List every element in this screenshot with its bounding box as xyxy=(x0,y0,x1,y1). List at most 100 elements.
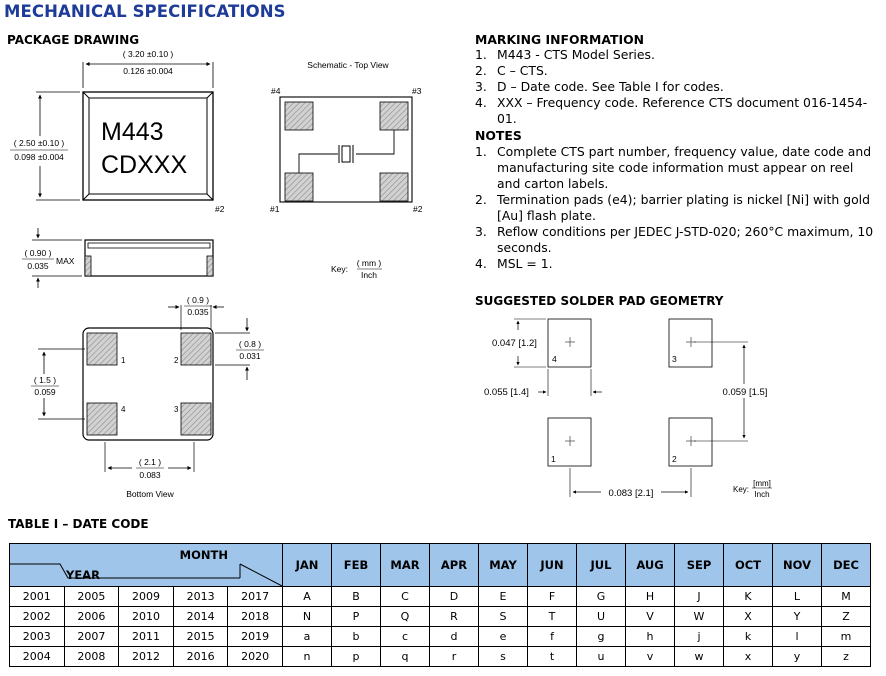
year-cell: 2001 xyxy=(22,590,51,603)
height-mm-label: ( 2.50 ±0.10 ) xyxy=(14,138,65,148)
year-cell: 2020 xyxy=(227,647,282,666)
package-drawing-heading: PACKAGE DRAWING xyxy=(7,33,140,47)
month-header: NOV xyxy=(772,543,822,587)
year-cell: 2010 xyxy=(118,607,173,626)
date-code-cell: G xyxy=(576,586,626,607)
month-header: MAR xyxy=(380,543,430,587)
date-code-cell: a xyxy=(282,626,332,647)
date-code-cell: A xyxy=(282,586,332,607)
solder-dim-pitch-h: 0.083 [2.1] xyxy=(609,488,654,499)
date-code-cell: C xyxy=(380,586,430,607)
date-code-cell: B xyxy=(331,586,381,607)
date-code-cell: t xyxy=(527,646,577,667)
year-cell: 2014 xyxy=(172,607,228,626)
schematic-pin3-label: #3 xyxy=(412,86,422,96)
list-item: 4.XXX – Frequency code. Reference CTS do… xyxy=(475,95,868,126)
date-code-cell: K xyxy=(723,586,773,607)
width-mm-label: ( 3.20 ±0.10 ) xyxy=(123,49,174,59)
thickness-in-label: 0.035 xyxy=(27,261,49,271)
date-code-cell: x xyxy=(723,646,773,667)
year-cell: 2003 xyxy=(22,630,51,643)
corner-arrow-shape xyxy=(10,544,282,586)
units-key: Key: ( mm ) Inch xyxy=(331,258,382,280)
month-header: APR xyxy=(429,543,479,587)
year-cell: 2011 xyxy=(118,627,173,646)
schematic-pin2-label: #2 xyxy=(413,204,423,214)
date-code-cell: U xyxy=(576,606,626,627)
date-code-cell: N xyxy=(282,606,332,627)
bottom-pad4-label: 4 xyxy=(121,405,126,414)
date-code-cell: W xyxy=(674,606,724,627)
list-item: 2.Termination pads (e4); barrier plating… xyxy=(475,192,870,223)
year-cell: 2009 xyxy=(118,587,173,606)
date-code-cell: m xyxy=(821,626,871,647)
pad-width-in-label: 0.035 xyxy=(187,307,209,317)
date-code-cell: u xyxy=(576,646,626,667)
month-header: OCT xyxy=(723,543,773,587)
list-item: 1.Complete CTS part number, frequency va… xyxy=(475,144,872,191)
year-cell: 2018 xyxy=(227,607,282,626)
year-cell: 2006 xyxy=(63,607,119,626)
schematic-pin1-label: #1 xyxy=(270,204,280,214)
month-header: AUG xyxy=(625,543,675,587)
month-header: DEC xyxy=(821,543,871,587)
marking-heading: MARKING INFORMATION xyxy=(475,32,644,47)
notes-heading: NOTES xyxy=(475,128,522,143)
month-header: FEB xyxy=(331,543,381,587)
date-table-heading: TABLE I – DATE CODE xyxy=(8,517,149,531)
thickness-max-label: MAX xyxy=(56,256,75,266)
solder-key-mm: [mm] xyxy=(753,479,771,488)
month-header: MAY xyxy=(478,543,528,587)
notes-list: 1.Complete CTS part number, frequency va… xyxy=(475,144,875,272)
date-code-cell: M xyxy=(821,586,871,607)
list-item: 4.MSL = 1. xyxy=(475,256,553,271)
date-code-cell: D xyxy=(429,586,479,607)
date-code-cell: q xyxy=(380,646,430,667)
year-cell: 2002 xyxy=(22,610,51,623)
year-cell: 2012 xyxy=(118,647,173,666)
page-title: MECHANICAL SPECIFICATIONS xyxy=(4,2,286,21)
pitch-v-mm-label: ( 1.5 ) xyxy=(34,375,56,385)
month-header: SEP xyxy=(674,543,724,587)
date-code-cell: P xyxy=(331,606,381,627)
date-code-cell: L xyxy=(772,586,822,607)
table-corner-header: MONTH YEAR xyxy=(9,543,283,587)
solder-key-inch: Inch xyxy=(754,490,769,499)
date-code-cell: n xyxy=(282,646,332,667)
pad-width-mm-label: ( 0.9 ) xyxy=(187,295,209,305)
solder-key-label: Key: xyxy=(733,485,749,494)
marking-list: 1.M443 - CTS Model Series. 2.C – CTS. 3.… xyxy=(475,47,886,127)
year-cell: 2019 xyxy=(227,627,282,646)
year-axis-label: YEAR xyxy=(66,568,100,582)
date-code-cell: R xyxy=(429,606,479,627)
thickness-mm-label: ( 0.90 ) xyxy=(25,248,52,258)
date-code-cell: T xyxy=(527,606,577,627)
date-code-cell: h xyxy=(625,626,675,647)
date-code-cell: e xyxy=(478,626,528,647)
key-mm: ( mm ) xyxy=(357,258,382,268)
year-cell: 2004 xyxy=(22,650,51,663)
key-label: Key: xyxy=(331,264,348,274)
list-item: 1.M443 - CTS Model Series. xyxy=(475,47,655,62)
date-code-cell: c xyxy=(380,626,430,647)
date-code-cell: r xyxy=(429,646,479,667)
height-in-label: 0.098 ±0.004 xyxy=(14,152,64,162)
month-axis-label: MONTH xyxy=(179,548,228,562)
year-cell: 2007 xyxy=(63,627,119,646)
bottom-pad2-label: 2 xyxy=(174,356,179,365)
month-header: JAN xyxy=(282,543,332,587)
date-code-table: MONTH YEAR JAN FEB MAR APR MAY JUN JUL A… xyxy=(9,543,871,667)
date-code-cell: p xyxy=(331,646,381,667)
date-code-cell: H xyxy=(625,586,675,607)
list-item: 3.D – Date code. See Table I for codes. xyxy=(475,79,724,94)
pin2-label: #2 xyxy=(215,204,225,214)
date-code-cell: w xyxy=(674,646,724,667)
year-cell: 2008 xyxy=(63,647,119,666)
year-cell: 2013 xyxy=(172,587,228,606)
